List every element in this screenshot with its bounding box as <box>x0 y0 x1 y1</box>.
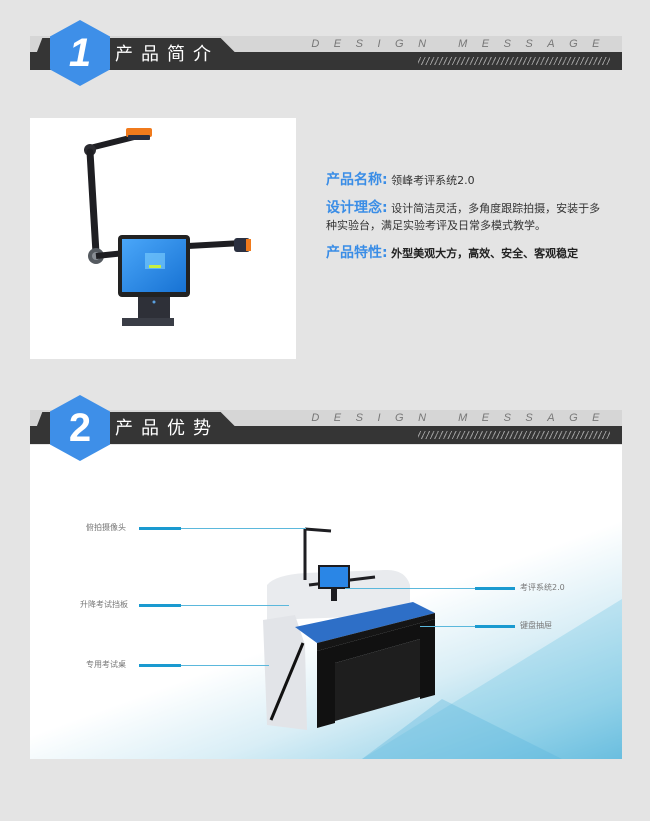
section-number: 1 <box>68 31 92 75</box>
hatch-decoration <box>418 57 610 65</box>
design-concept-value: 设计简洁灵活，多角度跟踪拍摄，安装于多种实验台，满足实验考评及日常多模式教学。 <box>326 202 601 232</box>
monitor-camera-device-illustration <box>84 128 251 326</box>
product-features-label: 产品特性: <box>326 245 388 261</box>
hatch-decoration <box>418 431 610 439</box>
callout-label: 考评系统2.0 <box>520 583 565 592</box>
section-1-header: 产品简介 DESIGN MESSAGE <box>30 36 622 72</box>
product-image <box>30 118 296 359</box>
callout-label: 专用考试桌 <box>86 660 126 669</box>
section-number-badge: 1 <box>50 20 110 86</box>
design-concept-label: 设计理念: <box>326 200 388 216</box>
section-number: 2 <box>68 406 92 450</box>
product-features-row: 产品特性: 外型美观大方，高效、安全、客观稳定 <box>326 245 608 262</box>
callout-label: 升降考试挡板 <box>80 600 128 609</box>
callout-label: 键盘抽屉 <box>520 621 552 630</box>
callout-label: 俯拍摄像头 <box>86 523 126 532</box>
product-name-value: 领峰考评系统2.0 <box>391 174 475 187</box>
product-features-value: 外型美观大方，高效、安全、客观稳定 <box>391 247 579 260</box>
design-concept-row: 设计理念: 设计简洁灵活，多角度跟踪拍摄，安装于多种实验台，满足实验考评及日常多… <box>326 200 608 234</box>
product-advantages-panel: 俯拍摄像头 升降考试挡板 专用考试桌 考评系统2.0 键盘抽屉 <box>30 445 622 759</box>
design-message-tagline: DESIGN MESSAGE <box>311 38 614 50</box>
section-title: 产品优势 <box>115 418 219 439</box>
section-number-badge: 2 <box>50 395 110 461</box>
section-2-header: 产品优势 DESIGN MESSAGE <box>30 410 622 446</box>
product-name-label: 产品名称: <box>326 172 388 188</box>
product-info: 产品名称: 领峰考评系统2.0 设计理念: 设计简洁灵活，多角度跟踪拍摄，安装于… <box>326 172 608 273</box>
section-title: 产品简介 <box>115 44 219 65</box>
design-message-tagline: DESIGN MESSAGE <box>311 412 614 424</box>
exam-desk-illustration <box>263 527 435 730</box>
product-name-row: 产品名称: 领峰考评系统2.0 <box>326 172 608 189</box>
